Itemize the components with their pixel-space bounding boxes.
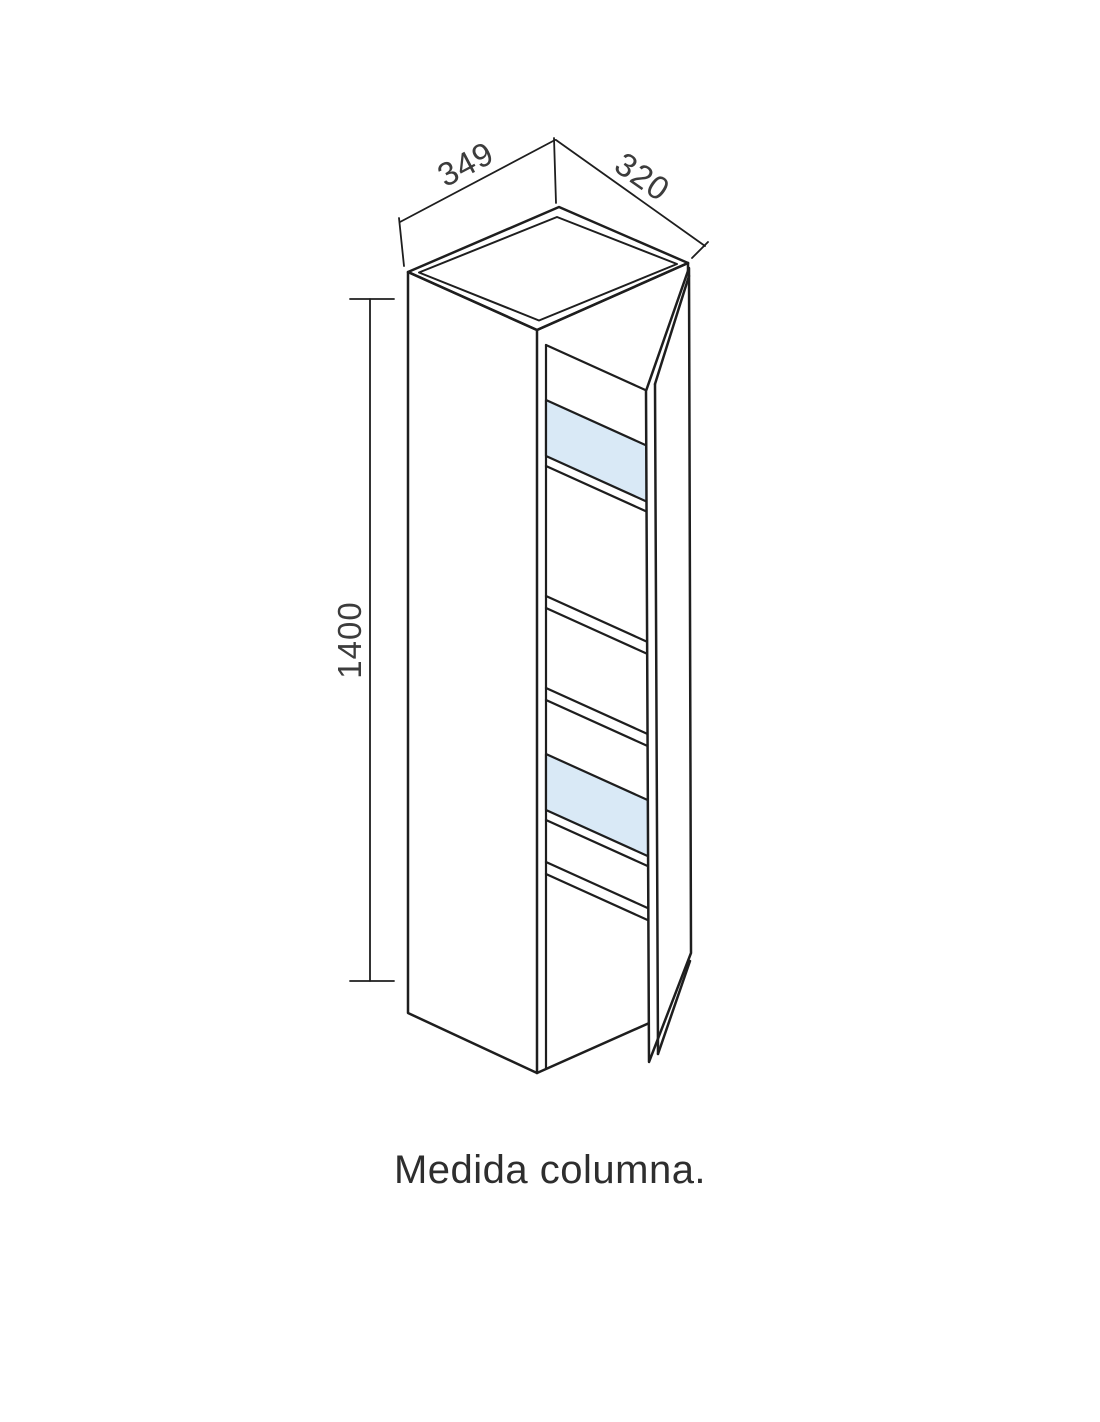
depth-dimension-line bbox=[555, 139, 706, 247]
dimension-labels: 349 320 1400 bbox=[331, 134, 677, 679]
width-dimension-label: 349 bbox=[431, 134, 500, 194]
cabinet-top-face-thickness bbox=[418, 216, 678, 322]
cabinet-left-side-panel bbox=[406, 270, 539, 1075]
cabinet-top-face bbox=[406, 205, 690, 332]
cabinet-top-front-edge bbox=[535, 261, 690, 332]
shelf-lower-front-edge bbox=[544, 686, 654, 738]
width-depth-extension-middle bbox=[553, 137, 557, 204]
cabinet-floor-front-edge bbox=[544, 860, 654, 912]
door-panel bbox=[644, 266, 693, 1064]
depth-extension-right bbox=[691, 241, 709, 259]
door-inner-arris bbox=[653, 382, 660, 1056]
cabinet-interior bbox=[544, 343, 654, 1070]
glass-shelf-top bbox=[544, 398, 654, 506]
depth-dimension-label: 320 bbox=[608, 145, 677, 209]
width-dimension-line bbox=[399, 139, 556, 223]
glass-shelf-bottom bbox=[544, 752, 654, 860]
cabinet-floor-bottom-edge bbox=[544, 872, 654, 924]
dimension-lines bbox=[349, 137, 709, 982]
door-bottom-thickness-edge bbox=[656, 959, 692, 1056]
cabinet-door-open bbox=[644, 266, 693, 1064]
cabinet-bottom-front-edge bbox=[535, 1014, 667, 1075]
glass-shelf-top-support bbox=[544, 464, 654, 516]
glass-shelf-bottom-support bbox=[544, 818, 654, 870]
diagram-caption: Medida columna. bbox=[393, 1148, 707, 1192]
interior-top-edge bbox=[544, 343, 654, 395]
door-top-thickness-edge bbox=[653, 274, 691, 386]
shelf-upper-bottom-edge bbox=[544, 606, 654, 658]
height-dimension-label: 1400 bbox=[331, 601, 368, 678]
width-extension-left bbox=[398, 217, 405, 267]
shelf-upper-front-edge bbox=[544, 594, 654, 646]
shelf-lower-bottom-edge bbox=[544, 698, 654, 750]
